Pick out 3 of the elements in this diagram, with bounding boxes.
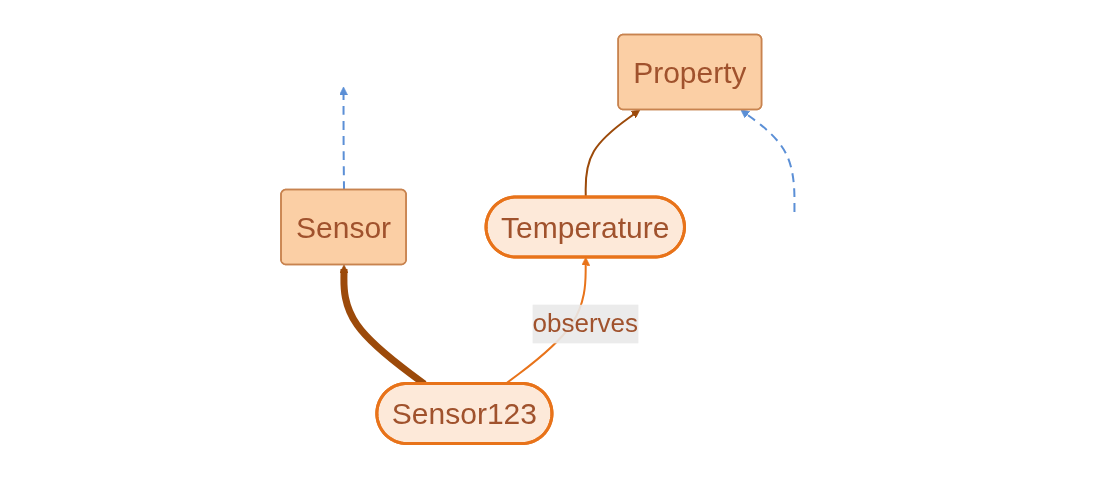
arrow <box>338 86 348 191</box>
arrow <box>740 109 796 213</box>
edge-label: observes <box>532 308 638 339</box>
